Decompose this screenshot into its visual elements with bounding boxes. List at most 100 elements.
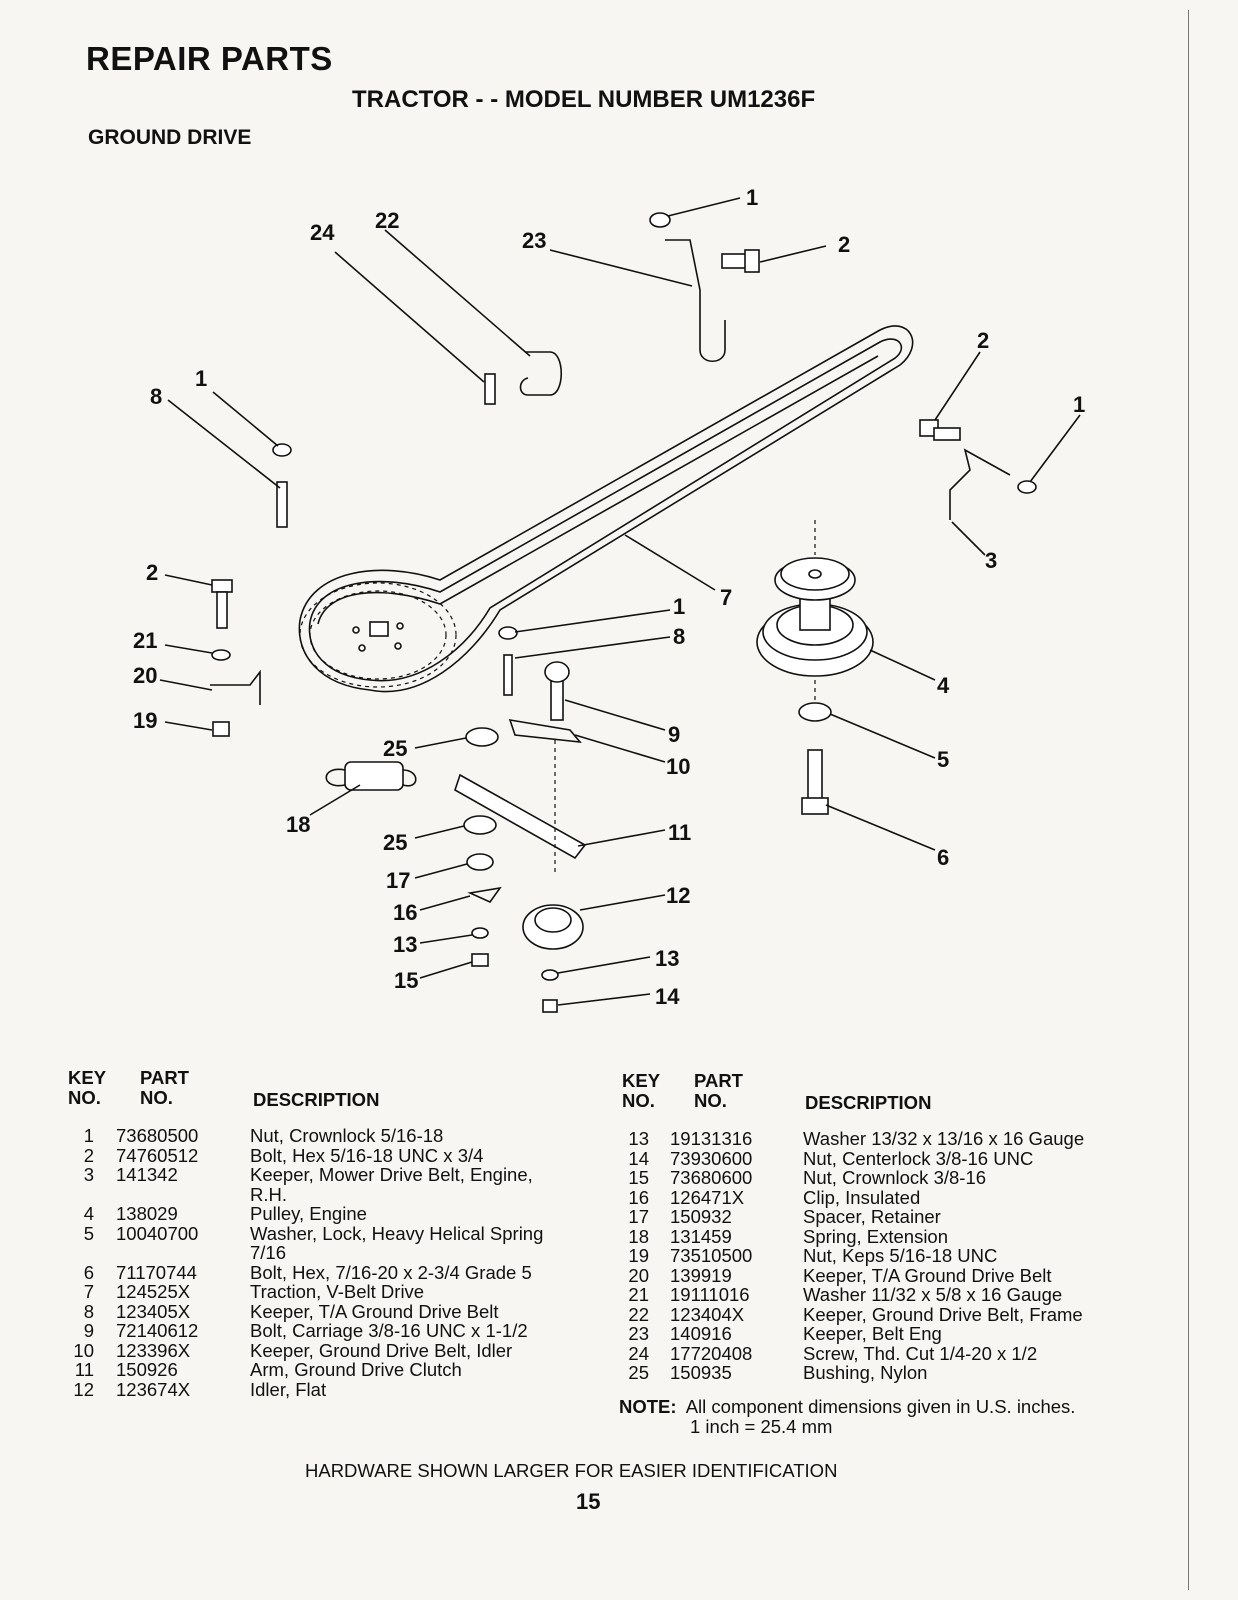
key-number: 10 — [73, 1339, 94, 1361]
part-number: 141342 — [116, 1164, 178, 1185]
key-number: 18 — [628, 1225, 649, 1247]
part-description: Pulley, Engine — [250, 1203, 367, 1224]
key-number: 17 — [628, 1206, 649, 1227]
callout-19: 19 — [133, 708, 157, 733]
part-number: 126471X — [670, 1186, 745, 1208]
key-number: 2 — [83, 1144, 94, 1166]
key-number: 3 — [83, 1164, 94, 1185]
parts-diagram: 1 2 23 24 22 2 1 8 1 3 2 7 1 8 21 20 4 1… — [133, 185, 1085, 1013]
key-number: 9 — [83, 1320, 94, 1341]
left-hardware-stack — [210, 579, 261, 737]
right-part-header-top: PART — [694, 1070, 743, 1091]
part-number: 138029 — [116, 1203, 178, 1224]
note-label: NOTE: — [619, 1396, 677, 1417]
part-description: Bushing, Nylon — [803, 1362, 928, 1383]
keeper-mower-drive — [949, 448, 1011, 520]
part-number: 17720408 — [670, 1342, 753, 1364]
model-subtitle: TRACTOR - - MODEL NUMBER UM1236F — [352, 86, 816, 113]
callout-16: 16 — [393, 900, 417, 925]
part-number: 123405X — [116, 1300, 191, 1322]
part-description: Bolt, Hex 5/16-18 UNC x 3/4 — [250, 1144, 484, 1166]
left-description-header: DESCRIPTION — [253, 1089, 380, 1110]
right-description-header: DESCRIPTION — [805, 1092, 932, 1113]
idler-arm-assembly — [454, 626, 587, 1013]
crownlock-nut-left — [272, 443, 292, 457]
part-number: 73680600 — [670, 1167, 753, 1188]
extension-spring — [325, 761, 417, 791]
callout-8b: 8 — [673, 624, 685, 649]
crownlock-nut-right — [1017, 480, 1037, 494]
key-number: 16 — [628, 1186, 649, 1208]
callout-labels: 1 2 23 24 22 2 1 8 1 3 2 7 1 8 21 20 4 1… — [133, 185, 1085, 1009]
note-line-2: 1 inch = 25.4 mm — [690, 1416, 833, 1437]
keeper-ta-left — [276, 481, 288, 528]
key-number: 7 — [83, 1281, 94, 1302]
callout-9: 9 — [668, 722, 680, 747]
part-description: Keeper, Belt Eng — [803, 1323, 942, 1344]
part-description: R.H. — [250, 1183, 287, 1205]
part-number: 10040700 — [116, 1222, 199, 1244]
page-number: 15 — [576, 1489, 601, 1514]
callout-25b: 25 — [383, 830, 407, 855]
key-number: 22 — [628, 1303, 649, 1325]
callout-1a: 1 — [746, 185, 758, 210]
callout-8a: 8 — [150, 384, 162, 409]
callout-21: 21 — [133, 628, 157, 653]
part-number: 73680500 — [116, 1125, 199, 1146]
part-description: Washer 11/32 x 5/8 x 16 Gauge — [803, 1284, 1063, 1305]
key-number: 1 — [83, 1125, 94, 1146]
crownlock-nut-top — [649, 212, 671, 228]
callout-1d: 1 — [673, 594, 685, 619]
callout-22: 22 — [375, 208, 399, 233]
callout-2b: 2 — [977, 328, 989, 353]
lock-washer — [798, 702, 832, 722]
part-description: Spring, Extension — [803, 1225, 949, 1247]
section-heading: GROUND DRIVE — [88, 126, 252, 149]
left-key-header-bottom: NO. — [68, 1087, 101, 1108]
part-number: 140916 — [670, 1323, 732, 1344]
part-number: 19111016 — [670, 1284, 750, 1305]
key-number: 5 — [83, 1222, 94, 1244]
key-number: 15 — [628, 1167, 649, 1188]
key-number: 8 — [83, 1300, 94, 1322]
callout-15: 15 — [394, 968, 418, 993]
part-number: 123396X — [116, 1339, 191, 1361]
part-description: Screw, Thd. Cut 1/4-20 x 1/2 — [803, 1342, 1038, 1364]
part-description: Washer, Lock, Heavy Helical Spring — [250, 1222, 544, 1244]
part-number: 72140612 — [116, 1320, 199, 1341]
key-number: 25 — [628, 1362, 649, 1383]
part-number: 73510500 — [670, 1245, 753, 1266]
note-line-1: All component dimensions given in U.S. i… — [685, 1396, 1076, 1417]
transmission-pulley — [299, 582, 457, 688]
part-description: 7/16 — [250, 1242, 287, 1263]
part-description: Nut, Crownlock 3/8-16 — [803, 1167, 987, 1188]
part-description: Nut, Keps 5/16-18 UNC — [803, 1245, 998, 1266]
callout-5: 5 — [937, 747, 949, 772]
callout-7: 7 — [720, 585, 732, 610]
part-number: 74760512 — [116, 1144, 199, 1166]
engine-pulley — [756, 520, 874, 702]
callout-17: 17 — [386, 868, 410, 893]
right-part-header-bottom: NO. — [694, 1090, 727, 1111]
key-number: 14 — [628, 1147, 649, 1169]
part-description: Keeper, Ground Drive Belt, Frame — [803, 1303, 1083, 1325]
footer-text: HARDWARE SHOWN LARGER FOR EASIER IDENTIF… — [305, 1460, 838, 1481]
key-number: 12 — [73, 1378, 94, 1400]
part-number: 150932 — [670, 1206, 732, 1227]
callout-11: 11 — [668, 820, 691, 845]
part-description: Bolt, Hex, 7/16-20 x 2-3/4 Grade 5 — [250, 1261, 532, 1283]
callout-23: 23 — [522, 228, 546, 253]
right-key-header-bottom: NO. — [622, 1090, 655, 1111]
part-description: Idler, Flat — [250, 1378, 327, 1400]
left-key-header-top: KEY — [68, 1067, 107, 1088]
keeper-belt-eng — [665, 239, 726, 363]
part-description: Traction, V-Belt Drive — [250, 1281, 425, 1302]
key-number: 11 — [74, 1359, 94, 1380]
part-description: Nut, Crownlock 5/16-18 — [250, 1125, 444, 1146]
left-part-header-bottom: NO. — [140, 1087, 173, 1108]
key-number: 20 — [628, 1264, 649, 1286]
key-number: 13 — [628, 1128, 649, 1149]
key-number: 23 — [628, 1323, 649, 1344]
callout-14: 14 — [655, 984, 680, 1009]
hex-bolt-716 — [801, 749, 829, 815]
